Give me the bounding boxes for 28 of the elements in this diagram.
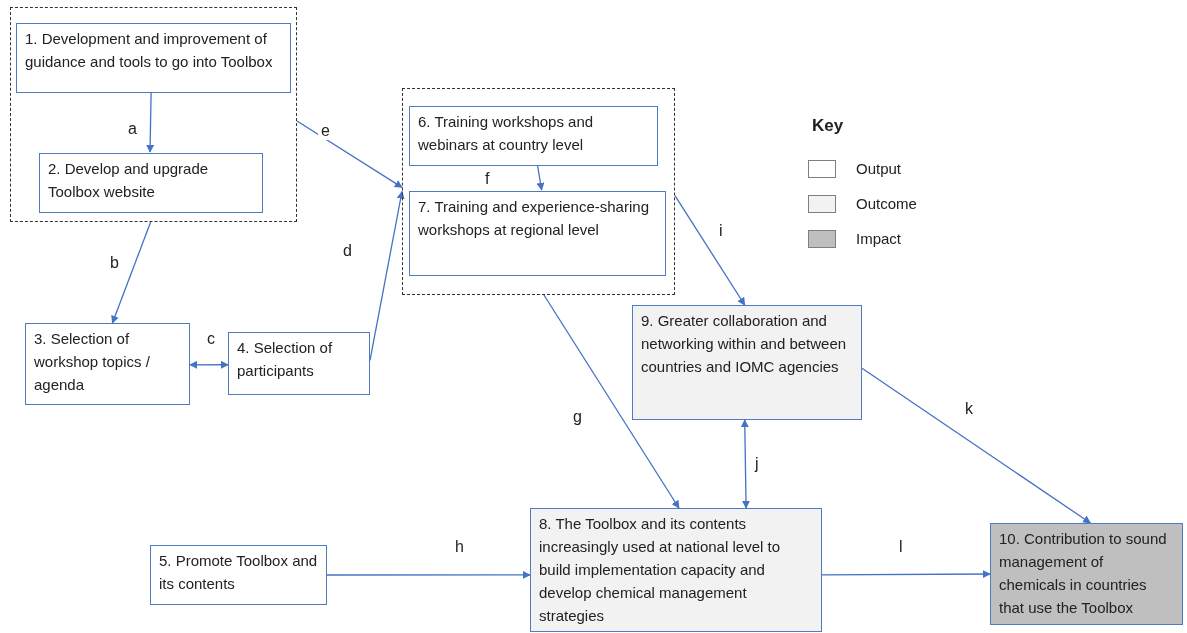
arrow — [326, 570, 531, 579]
output-box: 2. Develop and upgrade Toolbox website — [39, 153, 263, 213]
legend-label: Output — [856, 160, 902, 177]
output-box: 4. Selection of participants — [228, 332, 370, 395]
key-heading: Key — [812, 116, 844, 136]
outcome-box: 8. The Toolbox and its contents increasingly used at national level to build implementation capacity and develop chemical management strategies — [530, 508, 822, 632]
output-box: 5. Promote Toolbox and its contents — [150, 545, 327, 605]
legend-label: Outcome — [856, 195, 917, 212]
output-box: 3. Selection of workshop topics / agenda — [25, 323, 190, 405]
output-box: 7. Training and experience-sharing workshops at regional level — [409, 191, 666, 276]
outcome-box: 9. Greater collaboration and networking within and between countries and IOMC agencies — [632, 305, 862, 420]
arrow — [146, 91, 155, 153]
dashed-group-box — [402, 88, 675, 295]
arrow — [189, 360, 229, 369]
output-box: 1. Development and improvement of guidance and tools to go into Toolbox — [16, 23, 291, 93]
output-box: 6. Training workshops and webinars at country level — [409, 106, 658, 166]
arrow — [674, 195, 746, 306]
arrow — [861, 367, 1091, 524]
impact-box: 10. Contribution to sound management of chemicals in countries that use the Toolbox — [990, 523, 1183, 625]
arrow — [821, 570, 991, 579]
arrow — [740, 419, 750, 509]
arrow — [296, 120, 403, 188]
arrow — [369, 190, 405, 361]
arrow — [111, 221, 152, 324]
dashed-group-box — [10, 7, 297, 222]
arrow — [536, 164, 545, 191]
legend-label: Impact — [856, 230, 901, 247]
arrow — [543, 294, 680, 509]
